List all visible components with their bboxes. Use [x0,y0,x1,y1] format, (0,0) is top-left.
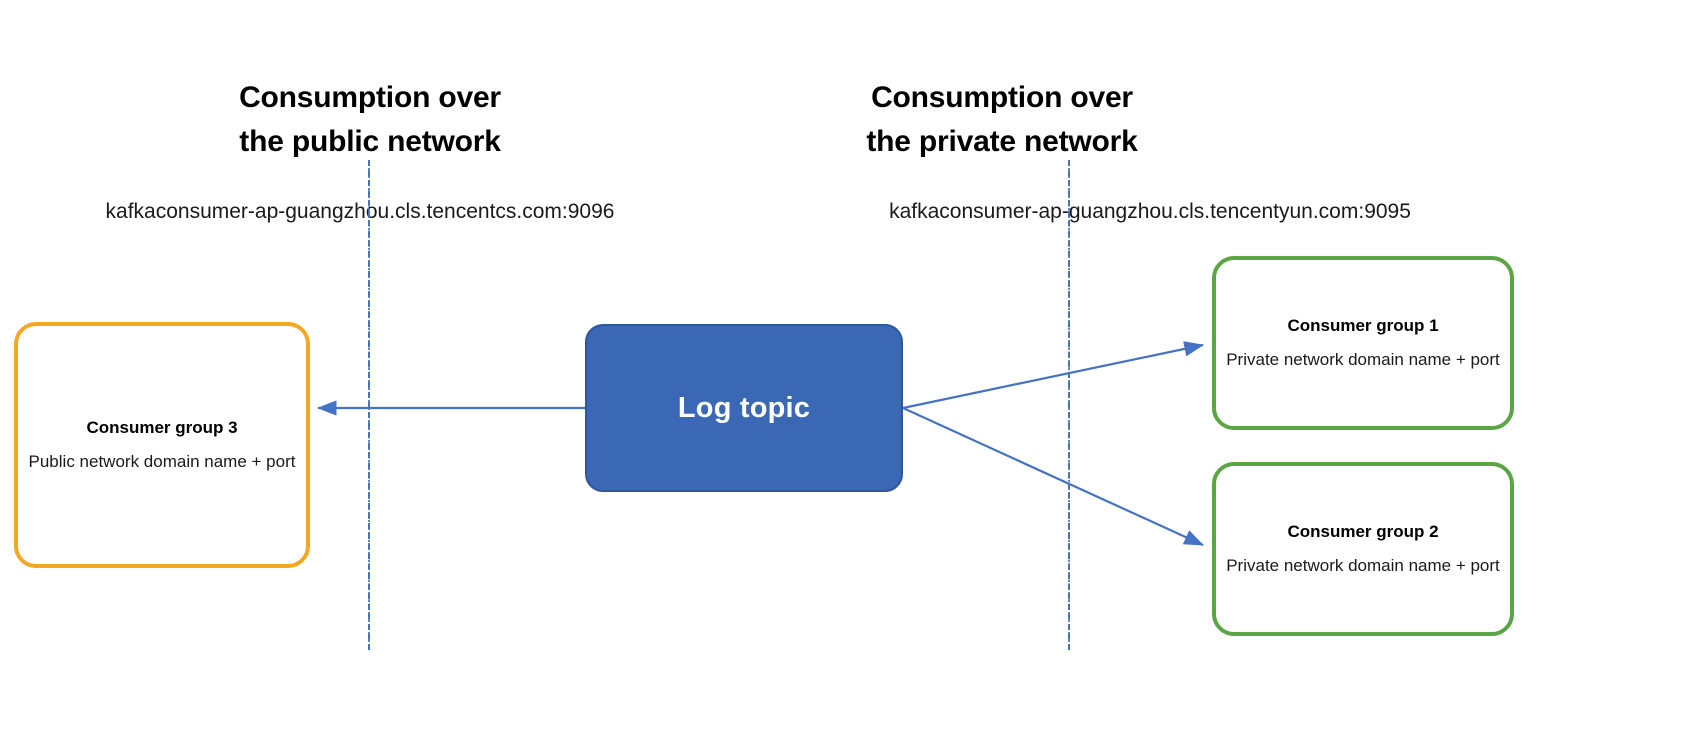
section-heading-private-network: Consumption over the private network [866,81,1138,158]
endpoint-label-public-network: kafkaconsumer-ap-guangzhou.cls.tencentcs… [105,200,615,223]
node-consumer-group-2[interactable]: Consumer group 2 Private network domain … [1212,462,1514,636]
node-consumer-group-3-subtitle: Public network domain name + port [28,452,296,471]
node-consumer-group-3[interactable]: Consumer group 3 Public network domain n… [14,322,310,568]
node-consumer-group-1[interactable]: Consumer group 1 Private network domain … [1212,256,1514,430]
arrow-to-consumer-group-2 [902,406,1205,547]
divider-line-public-network [368,160,370,650]
arrow-to-consumer-group-1 [902,341,1205,410]
node-consumer-group-2-subtitle: Private network domain name + port [1226,556,1500,575]
node-consumer-group-1-title: Consumer group 1 [1287,316,1439,335]
node-consumer-group-1-subtitle: Private network domain name + port [1226,350,1500,369]
node-consumer-group-2-title: Consumer group 2 [1287,522,1439,541]
divider-line-private-network [1068,160,1070,650]
section-heading-public-network: Consumption over the public network [239,81,501,158]
node-consumer-group-3-title: Consumer group 3 [86,418,238,437]
node-log-topic-label: Log topic [677,391,811,424]
endpoint-label-private-network: kafkaconsumer-ap-guangzhou.cls.tencentyu… [889,200,1411,223]
node-log-topic[interactable]: Log topic [585,324,903,492]
